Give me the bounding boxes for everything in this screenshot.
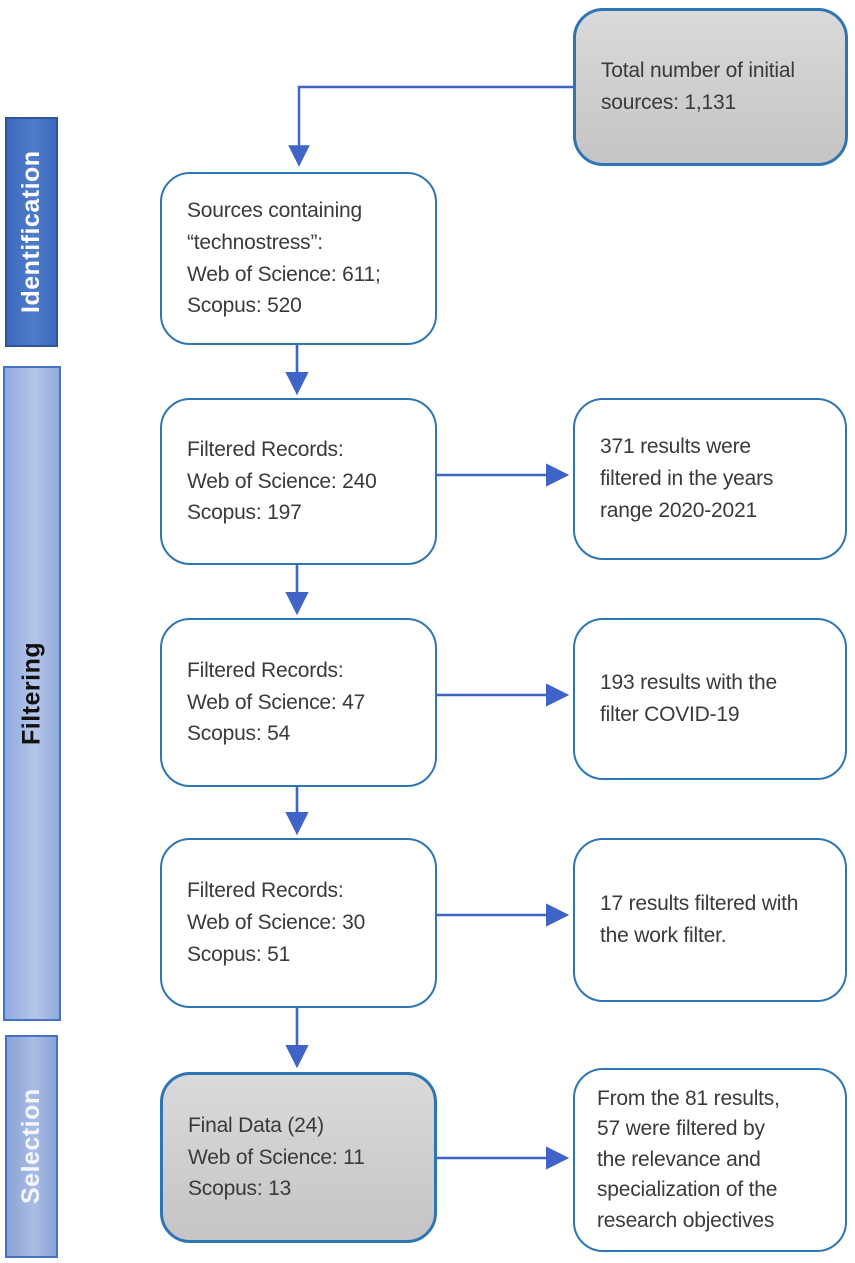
note-box-covid-filter-text: 193 results with the filter COVID-19	[600, 671, 777, 726]
note-box-relevance-filter-text: From the 81 results, 57 were filtered by…	[597, 1086, 780, 1232]
flow-box-filtered-records-3-text: Filtered Records: Web of Science: 30 Sco…	[187, 879, 366, 966]
note-box-years-filter-text: 371 results were filtered in the years r…	[600, 435, 774, 522]
flow-box-filtered-records-1-text: Filtered Records: Web of Science: 240 Sc…	[187, 437, 377, 525]
stage-bar-identification: Identification	[5, 117, 58, 347]
stage-bar-selection: Selection	[5, 1035, 58, 1258]
flow-box-sources-technostress-text: Sources containing “technostress”: Web o…	[187, 198, 381, 318]
stage-label-identification: Identification	[17, 150, 45, 314]
stage-bar-filtering: Filtering	[3, 366, 61, 1021]
flow-box-filtered-records-1: Filtered Records: Web of Science: 240 Sc…	[160, 398, 437, 565]
note-box-work-filter-text: 17 results filtered with the work filter…	[600, 892, 799, 947]
note-box-work-filter: 17 results filtered with the work filter…	[573, 838, 847, 1002]
connector-total-to-sources	[288, 85, 573, 167]
flow-box-sources-technostress: Sources containing “technostress”: Web o…	[160, 172, 437, 345]
flow-box-filtered-records-3: Filtered Records: Web of Science: 30 Sco…	[160, 838, 437, 1008]
flow-box-filtered-records-2-text: Filtered Records: Web of Science: 47 Sco…	[187, 658, 366, 746]
flow-box-filtered-records-2: Filtered Records: Web of Science: 47 Sco…	[160, 618, 437, 787]
flow-box-final-data-text: Final Data (24) Web of Science: 11 Scopu…	[188, 1113, 365, 1201]
flow-box-final-data: Final Data (24) Web of Science: 11 Scopu…	[160, 1072, 437, 1243]
note-box-years-filter: 371 results were filtered in the years r…	[573, 398, 847, 560]
note-box-covid-filter: 193 results with the filter COVID-19	[573, 618, 847, 780]
flow-box-total-sources-text: Total number of initial sources: 1,131	[601, 59, 795, 114]
stage-label-filtering: Filtering	[17, 641, 46, 746]
note-box-relevance-filter: From the 81 results, 57 were filtered by…	[573, 1068, 847, 1252]
flow-box-total-sources: Total number of initial sources: 1,131	[573, 8, 848, 166]
stage-label-selection: Selection	[17, 1088, 45, 1205]
